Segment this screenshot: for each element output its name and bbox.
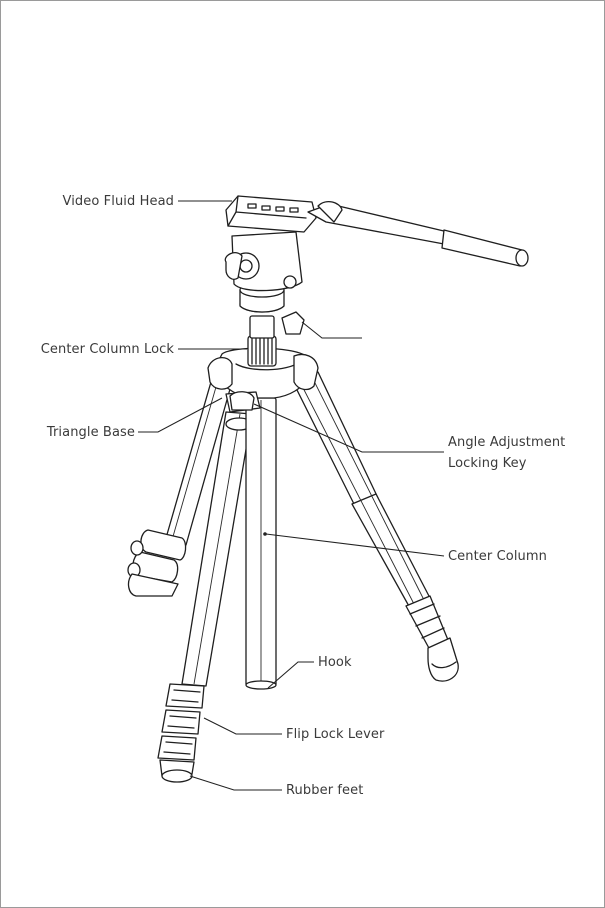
label-angle-adjustment: Angle Adjustment — [448, 435, 565, 450]
leader-right-knob — [302, 322, 362, 338]
label-locking-key: Locking Key — [448, 456, 527, 471]
leader-rubber-feet — [190, 776, 282, 790]
label-hook: Hook — [318, 655, 352, 670]
label-video-fluid-head: Video Fluid Head — [63, 194, 174, 209]
leader-flip-lock-lever — [204, 718, 282, 734]
center-column-lock — [248, 316, 276, 366]
label-triangle-base: Triangle Base — [46, 425, 135, 440]
right-leg — [292, 372, 458, 681]
label-center-column-lock: Center Column Lock — [41, 342, 175, 357]
leader-center-column — [266, 534, 444, 556]
label-center-column: Center Column — [448, 549, 547, 564]
label-rubber-feet: Rubber feet — [286, 783, 363, 798]
center-column — [246, 398, 276, 689]
label-flip-lock-lever: Flip Lock Lever — [286, 727, 385, 742]
fluid-head — [225, 196, 528, 334]
